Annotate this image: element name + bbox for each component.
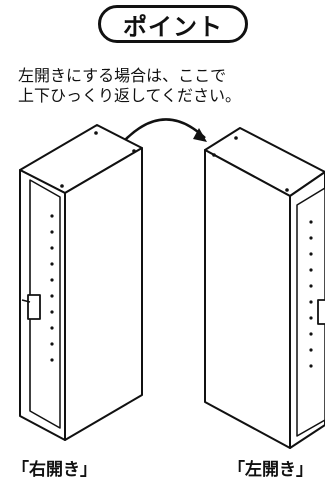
caption-right-opening: 「右開き」: [12, 460, 97, 480]
cabinet-right-opening: [19, 124, 143, 441]
shelf-pin-holes-right: [212, 136, 313, 368]
curved-arrow-icon: [124, 118, 207, 142]
cabinet-left-opening: [204, 127, 325, 449]
point-badge-label: ポイント: [123, 12, 223, 41]
caption-left-opening: 「左開き」: [228, 460, 313, 480]
instruction-line-1: 左開きにする場合は、ここで: [18, 66, 227, 85]
shelf-pin-holes-left: [50, 131, 136, 362]
point-badge: ポイント: [98, 5, 248, 43]
instruction-line-2: 上下ひっくり返してください。: [18, 86, 242, 105]
